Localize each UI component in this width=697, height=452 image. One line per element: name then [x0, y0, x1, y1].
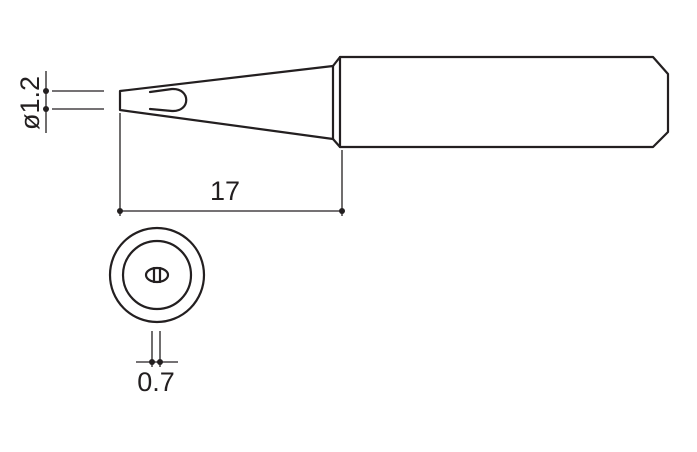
- flat-width-label: 0.7: [137, 367, 175, 397]
- diameter-label: ø1.2: [15, 76, 45, 130]
- flat-width-dimension: 0.7: [136, 331, 178, 397]
- tip-end-view: [108, 226, 206, 324]
- length-label: 17: [210, 176, 240, 206]
- chisel-flat: [148, 87, 188, 113]
- length-dimension: 17: [117, 113, 345, 216]
- tip-side-view: [118, 55, 670, 149]
- end-view-inner-circle: [121, 239, 193, 311]
- diameter-dimension: ø1.2: [15, 71, 104, 133]
- end-view-flat-ellipse: [144, 266, 170, 284]
- tip-body: [331, 55, 670, 149]
- end-view-outer-circle: [108, 226, 206, 324]
- tip-cone: [118, 64, 335, 141]
